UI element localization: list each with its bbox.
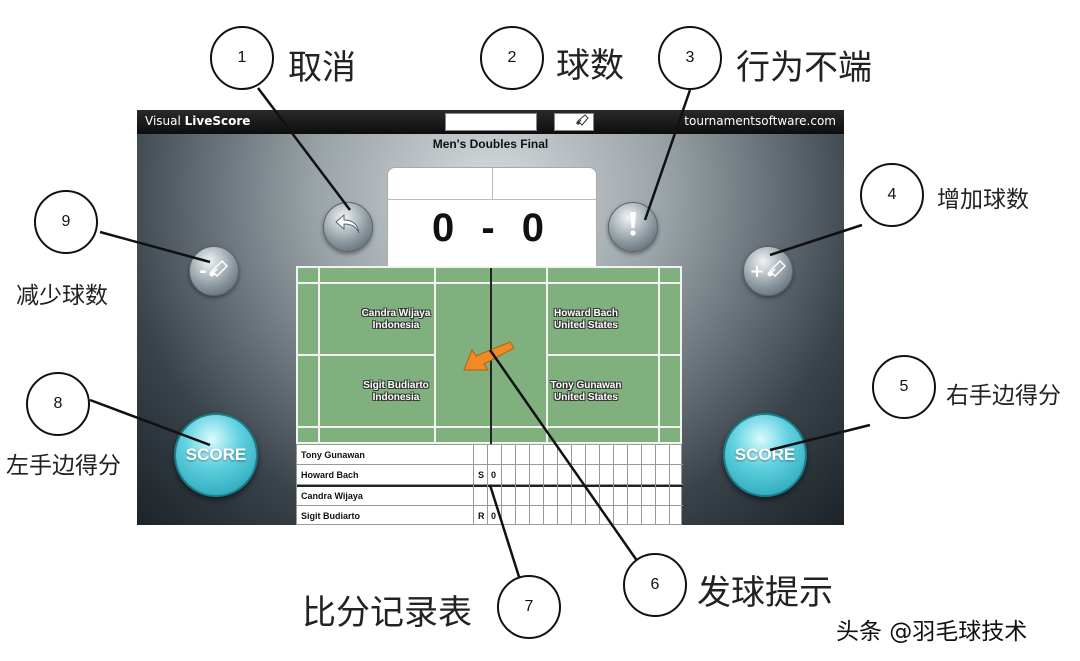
watermark: 头条 @羽毛球技术 bbox=[836, 619, 1028, 645]
player-top-right[interactable]: Howard Bach United States bbox=[554, 308, 618, 331]
livescore-app: Visual LiveScore tournamentsoftware.com … bbox=[137, 110, 844, 525]
callout-8-label: 左手边得分 bbox=[6, 453, 121, 479]
score-display: 0 - 0 bbox=[431, 206, 553, 250]
sheet-row: Tony Gunawan bbox=[297, 445, 683, 465]
undo-button[interactable] bbox=[323, 202, 373, 252]
shuttlecock-icon bbox=[765, 259, 787, 284]
increase-shuttle-button[interactable]: + bbox=[743, 246, 793, 296]
shuttlecock-icon bbox=[207, 259, 229, 284]
callout-4-label: 增加球数 bbox=[937, 187, 1029, 213]
callout-7-label: 比分记录表 bbox=[302, 593, 472, 633]
site-link[interactable]: tournamentsoftware.com bbox=[684, 114, 836, 128]
serve-indicator-arrow-icon bbox=[463, 341, 515, 371]
badminton-court: Candra Wijaya Indonesia Sigit Budiarto I… bbox=[296, 266, 682, 446]
top-bar: Visual LiveScore tournamentsoftware.com bbox=[137, 110, 844, 134]
player-top-left[interactable]: Candra Wijaya Indonesia bbox=[361, 308, 431, 331]
callout-3: 3 bbox=[658, 26, 722, 90]
callout-2: 2 bbox=[480, 26, 544, 90]
score-right-button[interactable]: SCORE bbox=[723, 413, 807, 497]
callout-9-label: 减少球数 bbox=[16, 283, 108, 309]
scoreboard: 0 - 0 bbox=[387, 167, 597, 267]
player-bottom-right[interactable]: Tony Gunawan United States bbox=[550, 380, 622, 403]
decrease-shuttle-button[interactable]: - bbox=[189, 246, 239, 296]
callout-2-label: 球数 bbox=[556, 46, 624, 86]
exclamation-icon bbox=[627, 211, 639, 243]
sheet-row: Sigit Budiarto R 0 bbox=[301, 511, 497, 521]
callout-3-label: 行为不端 bbox=[736, 48, 872, 88]
sheet-row: Candra Wijaya bbox=[297, 486, 683, 506]
callout-6-label: 发球提示 bbox=[697, 573, 833, 613]
score-sheet: Tony Gunawan Howard Bach S 0 Candra Wija… bbox=[296, 444, 683, 525]
misconduct-button[interactable] bbox=[608, 202, 658, 252]
app-brand: Visual LiveScore bbox=[145, 114, 251, 128]
shuttlecock-icon bbox=[575, 114, 589, 129]
match-title: Men's Doubles Final bbox=[432, 137, 549, 151]
callout-5: 5 bbox=[872, 355, 936, 419]
scoreboard-header bbox=[388, 168, 596, 200]
callout-7: 7 bbox=[497, 575, 561, 639]
callout-4: 4 bbox=[860, 163, 924, 227]
callout-1: 1 bbox=[210, 26, 274, 90]
callout-6: 6 bbox=[623, 553, 687, 617]
sheet-row: Howard Bach S 0 bbox=[297, 465, 683, 485]
callout-8: 8 bbox=[26, 372, 90, 436]
callout-1-label: 取消 bbox=[288, 48, 356, 88]
score-left-button[interactable]: SCORE bbox=[174, 413, 258, 497]
undo-arrow-icon bbox=[334, 212, 362, 242]
info-field bbox=[445, 113, 537, 131]
callout-5-label: 右手边得分 bbox=[946, 383, 1061, 409]
player-bottom-left[interactable]: Sigit Budiarto Indonesia bbox=[363, 380, 429, 403]
shuttle-count-box[interactable] bbox=[554, 113, 594, 131]
callout-9: 9 bbox=[34, 190, 98, 254]
